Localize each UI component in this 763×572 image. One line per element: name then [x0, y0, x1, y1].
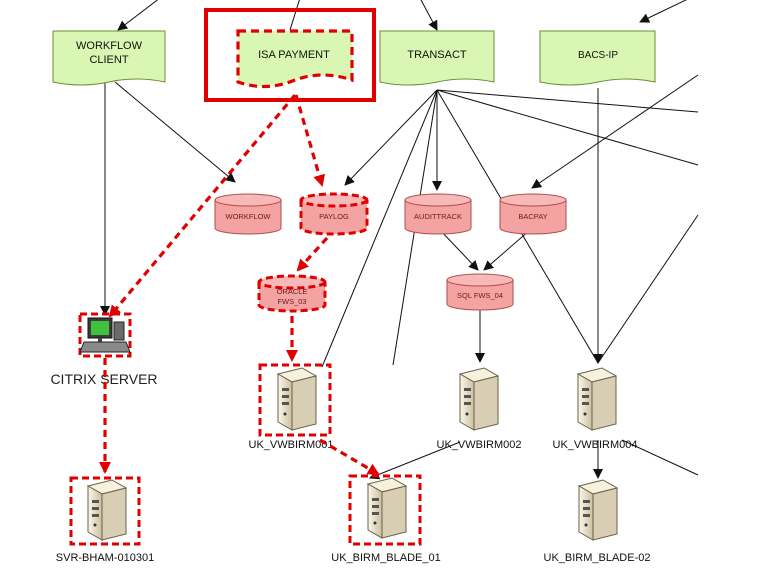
- server-uk-vwbirm002[interactable]: UK_VWBIRM002: [437, 367, 522, 451]
- node-label: CITRIX SERVER: [50, 371, 157, 387]
- node-citrix-server[interactable]: CITRIX SERVER: [50, 312, 158, 387]
- server-uk-birm-blade-02[interactable]: UK_BIRM_BLADE-02: [544, 479, 651, 564]
- node-label: UK_VWBIRM001: [249, 439, 334, 451]
- document-icon: [236, 29, 354, 89]
- document-icon: [379, 30, 495, 86]
- document-label: CLIENT: [89, 54, 128, 66]
- document-label: WORKFLOW: [76, 40, 143, 52]
- server-svr-bham-010301[interactable]: SVR-BHAM-010301: [56, 476, 154, 564]
- database-label: FWS_03: [277, 297, 306, 306]
- server-tower-icon: [458, 367, 500, 431]
- highlight-box: [69, 476, 141, 546]
- node-label: SVR-BHAM-010301: [56, 552, 154, 564]
- highlight-box: [258, 363, 332, 437]
- server-uk-birm-blade-01[interactable]: UK_BIRM_BLADE_01: [331, 474, 441, 564]
- server-tower-icon: [86, 479, 128, 541]
- database-top: [214, 193, 282, 207]
- database-top: [499, 193, 567, 207]
- node-label: UK_VWBIRM002: [437, 439, 522, 451]
- document-label: TRANSACT: [407, 49, 467, 61]
- document-label: ISA PAYMENT: [258, 49, 330, 61]
- database-sql-fws-04[interactable]: SQL FWS_04: [446, 273, 514, 311]
- document-label: BACS-IP: [578, 50, 618, 61]
- database-label: SQL FWS_04: [457, 291, 503, 300]
- database-oracle-fws-03[interactable]: ORACLE FWS_03: [257, 274, 327, 313]
- database-top: [299, 192, 369, 208]
- node-label: UK_BIRM_BLADE_01: [331, 552, 440, 564]
- database-paylog[interactable]: PAYLOG: [299, 192, 369, 236]
- document-transact[interactable]: TRANSACT: [379, 30, 495, 86]
- database-top: [404, 193, 472, 207]
- server-tower-icon: [366, 477, 408, 539]
- database-label: ORACLE: [277, 287, 308, 296]
- node-label: UK_BIRM_BLADE-02: [544, 552, 651, 564]
- database-audittrack[interactable]: AUDITTRACK: [404, 193, 472, 235]
- computer-icon: [79, 317, 131, 353]
- server-tower-icon: [576, 367, 618, 431]
- highlight-box: [204, 8, 376, 102]
- database-cylinder-icon: [404, 200, 472, 235]
- database-cylinder-icon: [446, 280, 514, 311]
- node-label: UK_VWBIRM004: [553, 439, 638, 451]
- highlight-box: [348, 474, 422, 546]
- database-label: AUDITTRACK: [414, 212, 462, 221]
- document-isa-payment[interactable]: ISA PAYMENT: [204, 8, 376, 102]
- database-label: PAYLOG: [319, 212, 349, 221]
- document-bacs-ip[interactable]: BACS-IP: [539, 30, 656, 86]
- database-cylinder-icon: [214, 200, 282, 235]
- database-cylinder-icon: [257, 282, 327, 313]
- server-uk-vwbirm001[interactable]: UK_VWBIRM001: [249, 363, 334, 451]
- database-label: WORKFLOW: [226, 212, 272, 221]
- database-cylinder-icon: [499, 200, 567, 235]
- highlight-box: [78, 312, 132, 358]
- document-icon: [52, 30, 166, 86]
- server-tower-icon: [276, 367, 318, 431]
- document-icon: [539, 30, 656, 86]
- document-workflow-client[interactable]: WORKFLOW CLIENT: [52, 30, 166, 86]
- database-top: [446, 273, 514, 287]
- database-label: BACPAY: [518, 212, 547, 221]
- server-tower-icon: [577, 479, 619, 541]
- database-bacpay[interactable]: BACPAY: [499, 193, 567, 235]
- database-cylinder-icon: [299, 200, 369, 236]
- database-top: [257, 274, 327, 290]
- highlighted-path: [99, 93, 380, 476]
- server-uk-vwbirm004[interactable]: UK_VWBIRM004: [553, 367, 638, 451]
- database-workflow[interactable]: WORKFLOW: [214, 193, 282, 235]
